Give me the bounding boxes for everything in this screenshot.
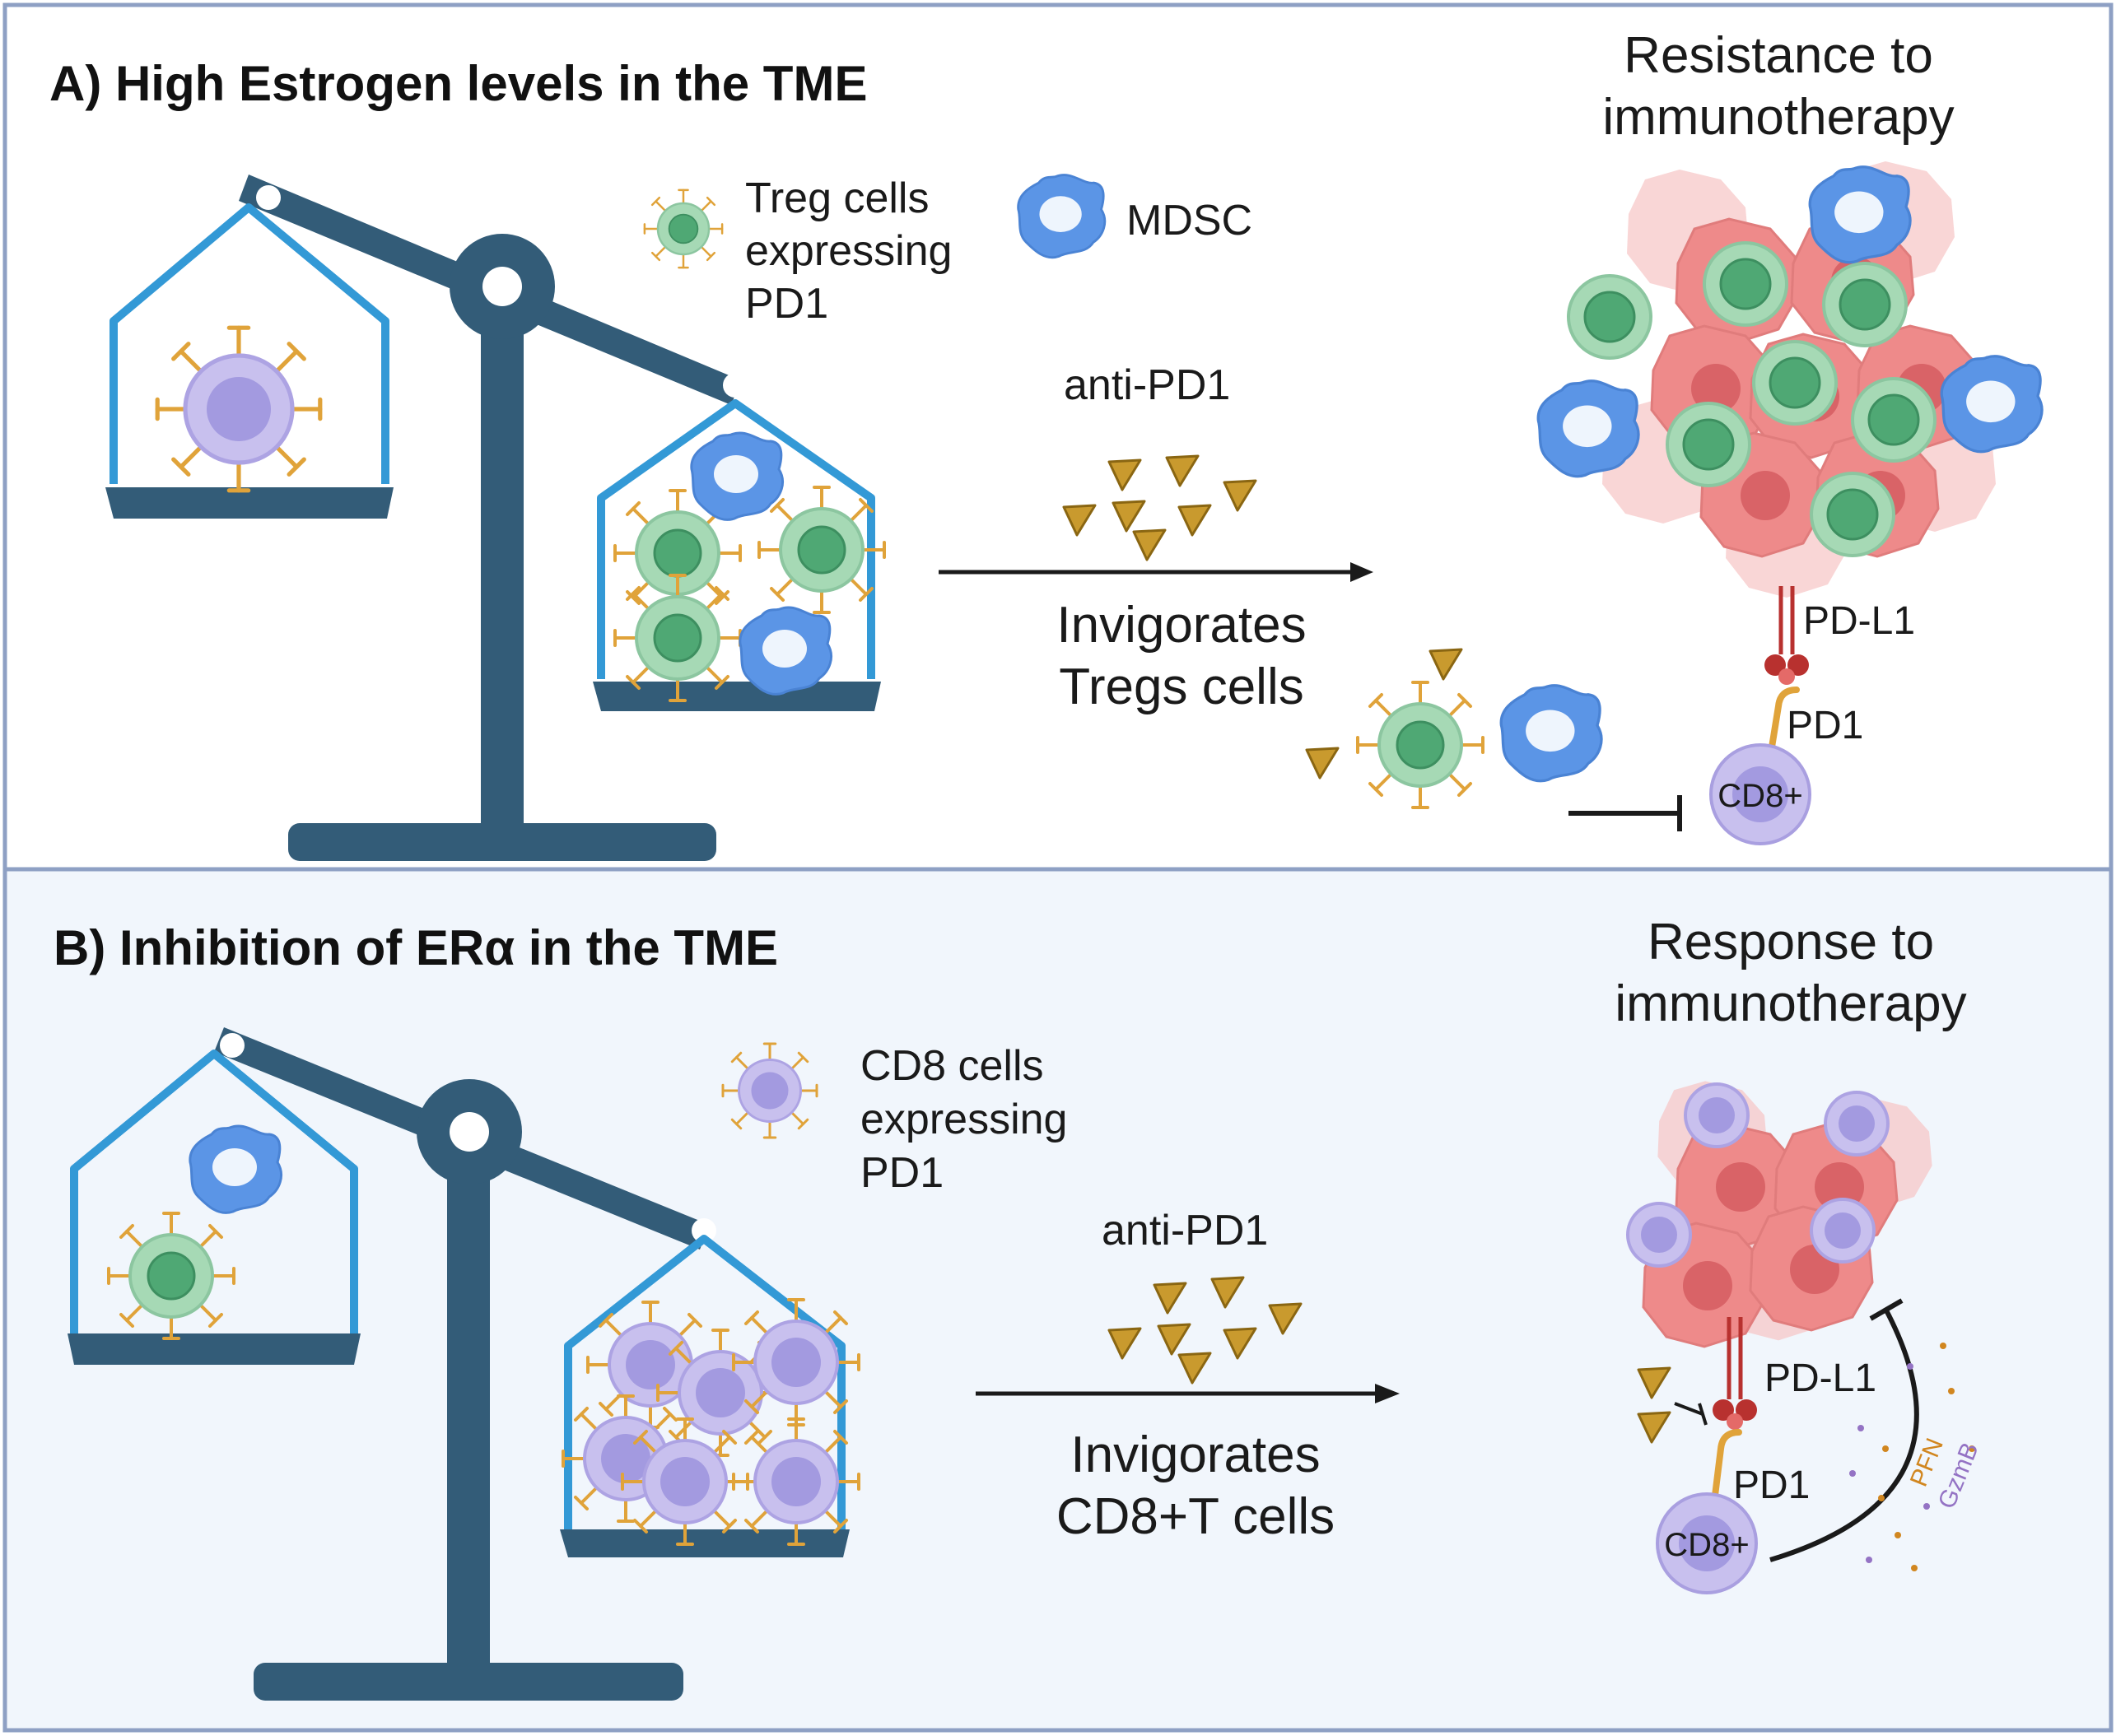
cd8-label-b: CD8+ xyxy=(1664,1527,1749,1563)
arrow-head-b xyxy=(1375,1384,1400,1403)
legend-cd8-line1: CD8 cells xyxy=(860,1042,1044,1090)
cytotoxic-attack-bar xyxy=(1869,1298,1904,1321)
effect-line2-b: CD8+T cells xyxy=(1056,1488,1335,1545)
arrow-head-a xyxy=(1350,562,1373,582)
treg-cell xyxy=(759,487,884,612)
cd8-cell xyxy=(734,1300,859,1425)
treg-cell xyxy=(615,575,740,700)
block-line-b xyxy=(1674,1402,1704,1416)
effect-line1-a: Invigorates xyxy=(1056,597,1306,654)
cd8-t-cell-b xyxy=(1656,1492,1758,1594)
mdsc-cell xyxy=(1940,355,2044,454)
cd8-cell xyxy=(622,1419,748,1544)
pd1-receptor-b xyxy=(1711,1429,1742,1506)
cd8-legend-icon xyxy=(723,1044,817,1138)
basket-left-a xyxy=(105,203,394,519)
mdsc-legend-icon xyxy=(1017,174,1107,259)
pd1-label-a: PD1 xyxy=(1787,704,1863,747)
mdsc-cell xyxy=(1536,379,1640,478)
legend-cd8-line2: expressing xyxy=(860,1096,1067,1143)
pd-l1-receptor-a xyxy=(1764,586,1809,685)
drug-label-a: anti-PD1 xyxy=(1064,361,1230,409)
cd8-cell xyxy=(734,1419,859,1544)
legend-treg-line1: Treg cells xyxy=(745,175,929,222)
legend-mdsc: MDSC xyxy=(1126,197,1252,244)
pd-l1-label-a: PD-L1 xyxy=(1803,599,1915,643)
panel-b-title: B) Inhibition of ERα in the TME xyxy=(54,920,778,975)
mdsc-cell xyxy=(739,606,833,696)
cd8-cell-with-pd1 xyxy=(157,328,320,491)
pd-l1-label-b: PD-L1 xyxy=(1764,1357,1876,1400)
treg-cell xyxy=(1752,340,1838,426)
balance-scale-b xyxy=(214,1027,716,1701)
cd8-cell xyxy=(1810,1198,1876,1264)
cd8-cell xyxy=(1626,1202,1692,1268)
outcome-line1-b: Response to xyxy=(1648,914,1934,970)
legend-treg-line2: expressing xyxy=(745,227,952,275)
basket-left-b xyxy=(68,1050,361,1365)
cytotoxic-attack-arc xyxy=(1769,1307,1919,1562)
drug-label-b: anti-PD1 xyxy=(1102,1207,1268,1254)
treg-cell-with-pd1 xyxy=(109,1213,234,1338)
treg-legend-icon xyxy=(645,190,722,268)
treg-cell xyxy=(1703,241,1788,327)
treg-cell xyxy=(1567,274,1652,360)
outcome-line2-b: immunotherapy xyxy=(1615,975,1966,1032)
treg-cell xyxy=(1810,472,1895,557)
outcome-line1-a: Resistance to xyxy=(1624,27,1933,84)
cd8-cell xyxy=(1684,1082,1750,1148)
effect-line2-a: Tregs cells xyxy=(1059,659,1303,715)
mdsc-cell xyxy=(690,431,785,521)
effect-line1-b: Invigorates xyxy=(1070,1426,1320,1483)
treg-cell xyxy=(1822,262,1908,347)
legend-cd8-line3: PD1 xyxy=(860,1149,944,1197)
basket-right-b xyxy=(560,1235,859,1557)
legend-treg-line3: PD1 xyxy=(745,280,828,328)
cd8-cell xyxy=(1824,1091,1890,1157)
granule-dots xyxy=(1849,1343,1975,1571)
treg-cell xyxy=(1851,377,1937,463)
panel-a-title: A) High Estrogen levels in the TME xyxy=(49,56,867,111)
cd8-label-a: CD8+ xyxy=(1718,778,1802,814)
block-bar-b xyxy=(1698,1403,1708,1426)
treg-cell xyxy=(1666,402,1751,487)
cd8-t-cell-a xyxy=(1709,743,1811,845)
outcome-line2-a: immunotherapy xyxy=(1602,89,1954,146)
basket-right-a xyxy=(593,399,884,711)
pd1-receptor-a xyxy=(1767,686,1800,761)
pd1-label-b: PD1 xyxy=(1733,1464,1810,1507)
mdsc-cell xyxy=(1808,165,1912,264)
treg-cell-with-pd1 xyxy=(1358,682,1483,807)
balance-scale-a xyxy=(239,175,748,861)
mdsc-cell xyxy=(1499,684,1603,783)
pd-l1-receptor-b xyxy=(1713,1317,1757,1430)
mdsc-cell xyxy=(189,1124,283,1214)
